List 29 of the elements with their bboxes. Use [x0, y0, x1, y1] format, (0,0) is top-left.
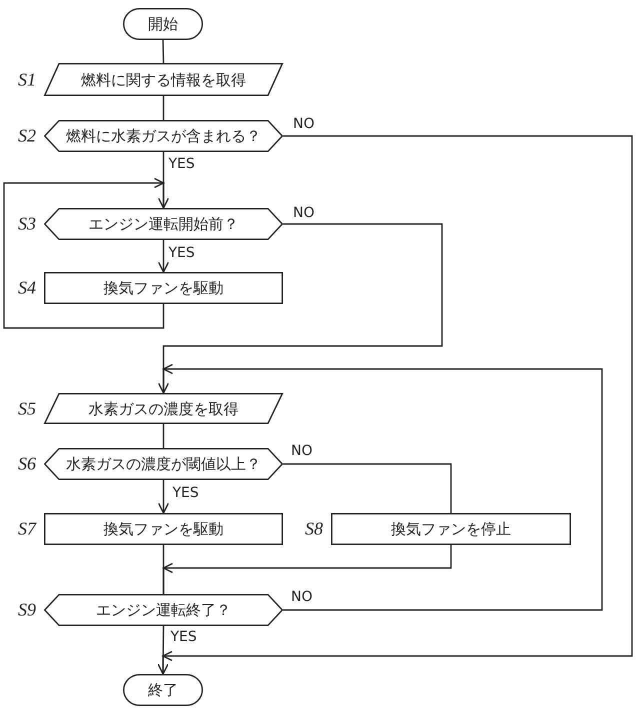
step-text: 換気ファンを駆動 [104, 520, 224, 538]
step-number: S3 [18, 214, 36, 234]
arrow [158, 223, 443, 394]
step-text: 燃料に水素ガスが含まれる？ [66, 127, 261, 145]
connector-line [162, 424, 164, 448]
step-text: エンジン運転終了？ [96, 601, 231, 619]
connector-line [162, 96, 164, 120]
step-text: 開始 [148, 15, 178, 33]
step-text: 換気ファンを停止 [391, 520, 511, 538]
step-number: S1 [18, 69, 36, 90]
step-text: 水素ガスの濃度が閾値以上？ [66, 455, 261, 473]
connector-line [283, 463, 452, 513]
step-number: S9 [18, 600, 36, 620]
step-text: 水素ガスの濃度を取得 [88, 400, 238, 418]
step-number: S6 [18, 454, 36, 474]
arrow [158, 240, 170, 273]
step-text: 換気ファンを駆動 [104, 279, 224, 297]
arrow [158, 480, 170, 514]
step-number: S4 [18, 278, 36, 298]
step-number: S7 [18, 518, 36, 540]
step-text: 終了 [148, 681, 178, 699]
step-text: エンジン運転開始前？ [88, 215, 238, 233]
step-number: S8 [305, 518, 323, 540]
step-number: S2 [18, 126, 36, 146]
arrow [157, 626, 169, 675]
arrow [158, 152, 170, 209]
step-number: S5 [18, 398, 36, 419]
connector-line [162, 40, 164, 64]
step-text: 燃料に関する情報を取得 [81, 70, 246, 88]
